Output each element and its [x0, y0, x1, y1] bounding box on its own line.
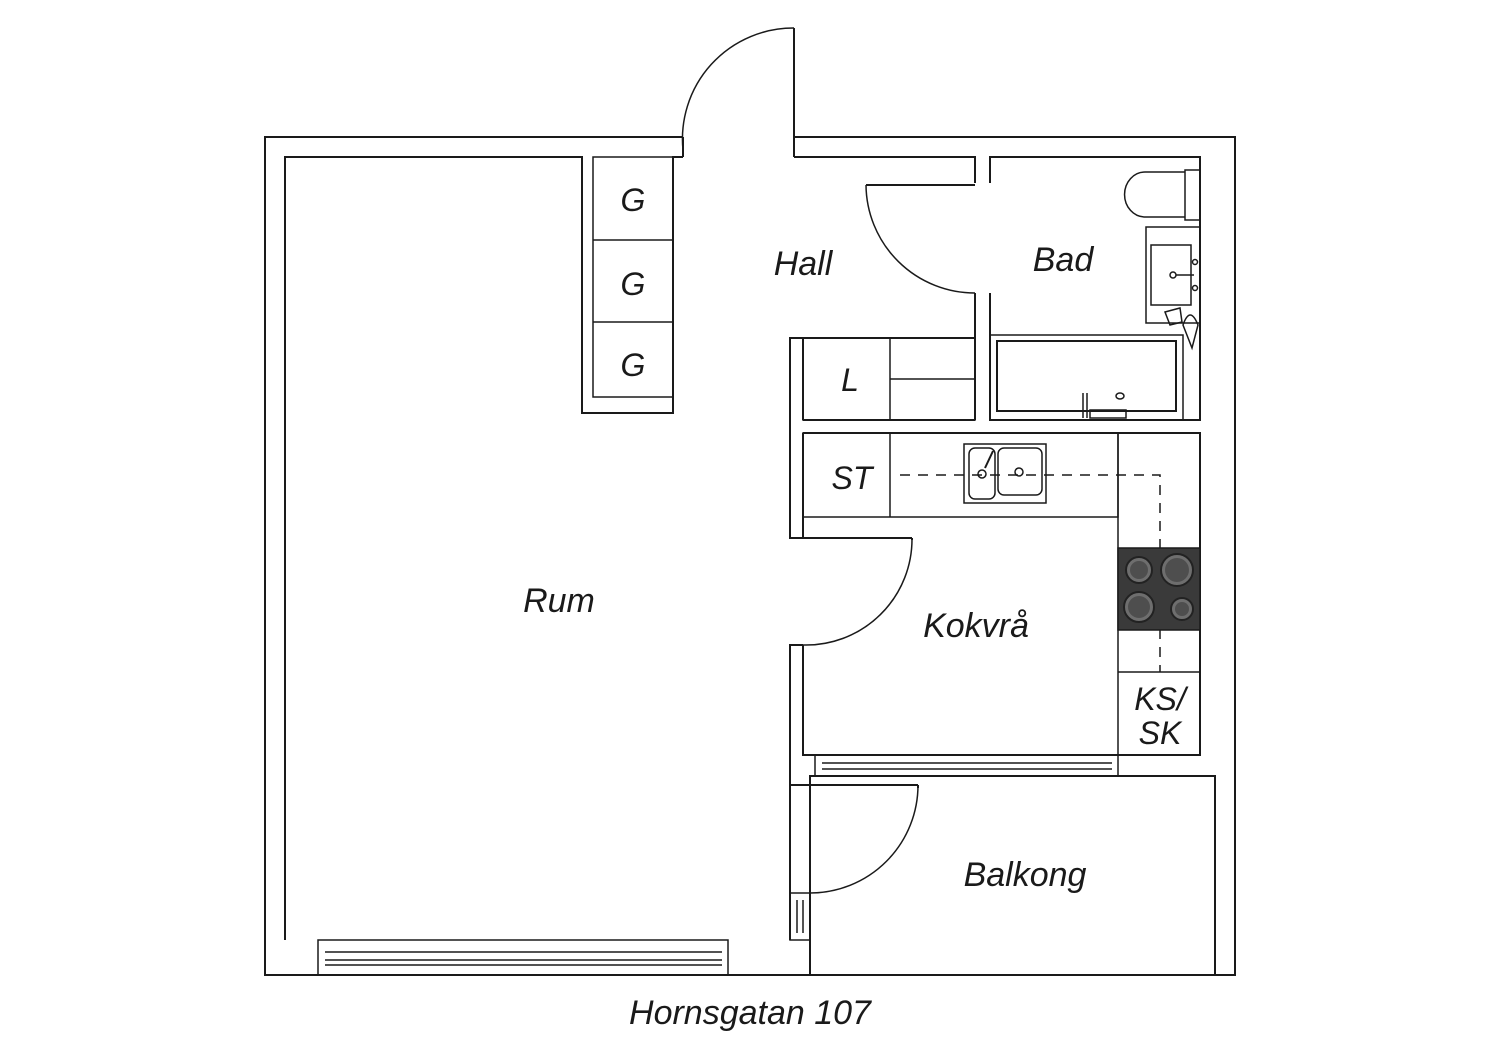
room-label-kokvra: Kokvrå — [923, 607, 1029, 645]
room-label-hall: Hall — [774, 245, 834, 283]
toilet — [1123, 169, 1201, 221]
washbasin — [1145, 226, 1201, 351]
wardrobe-label-3: G — [621, 347, 646, 383]
linen-closet-label: L — [841, 362, 859, 398]
linen-closet — [802, 337, 976, 421]
wardrobes — [592, 156, 674, 398]
address-caption: Hornsgatan 107 — [629, 994, 872, 1032]
room-label-rum: Rum — [523, 582, 595, 620]
kitchen-sink — [963, 443, 1047, 504]
stove — [1117, 547, 1201, 631]
bathroom-door — [865, 184, 976, 294]
bathtub — [989, 334, 1184, 421]
room-label-bad: Bad — [1033, 241, 1095, 279]
window-kitchen — [814, 754, 1119, 777]
wardrobe-label-1: G — [621, 182, 646, 218]
balcony-door — [809, 784, 919, 894]
entrance-door — [681, 27, 795, 157]
window-rum — [317, 939, 729, 976]
room-label-balkong: Balkong — [964, 856, 1087, 894]
fridge-freezer-label-line2: SK — [1139, 715, 1183, 751]
storage-label-st: ST — [832, 460, 875, 496]
kitchen-door — [802, 537, 913, 646]
fridge-freezer-label-line1: KS/ — [1134, 681, 1189, 717]
wardrobe-label-2: G — [621, 266, 646, 302]
